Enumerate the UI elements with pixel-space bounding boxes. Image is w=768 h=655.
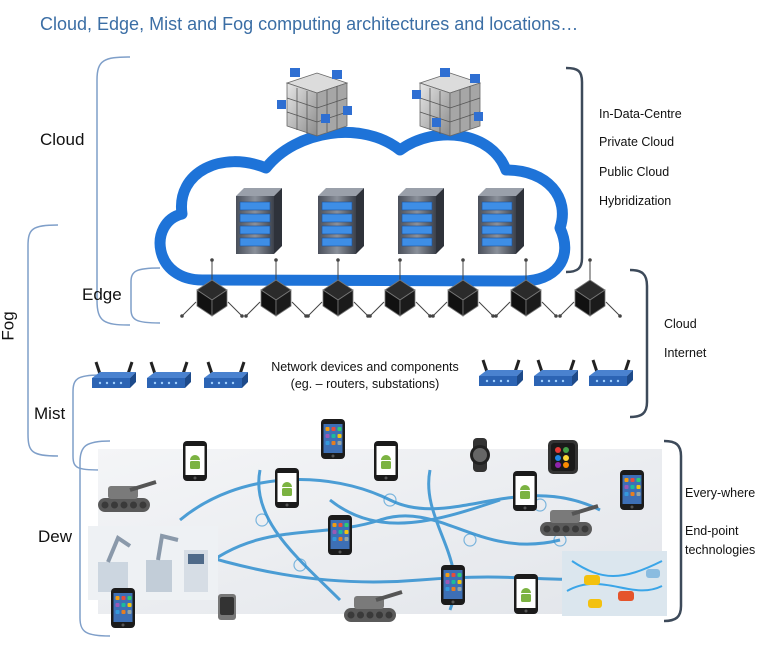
edge-node-icon — [558, 258, 622, 318]
server-icon — [236, 188, 282, 254]
edge-node-icon — [306, 258, 370, 318]
dew-right-bracket — [663, 439, 683, 623]
smartphone-icon — [111, 588, 135, 628]
edge-bracket — [130, 267, 161, 324]
router-icon — [92, 361, 136, 388]
tank-robot-icon — [540, 504, 599, 536]
tank-robot-icon — [344, 590, 403, 622]
medical-robot-icon — [88, 526, 218, 600]
android-phone-icon — [374, 441, 398, 481]
dew-label-endpoint: End-point — [685, 524, 739, 538]
router-icon — [204, 361, 248, 388]
edge-label-cloud: Cloud — [664, 317, 697, 331]
android-phone-icon — [275, 468, 299, 508]
smartphone-icon — [620, 470, 644, 510]
android-icon — [282, 482, 292, 496]
server-icon — [398, 188, 444, 254]
dew-bracket — [79, 440, 111, 637]
smartphone-icon — [328, 515, 352, 555]
car-icon — [562, 551, 667, 616]
layer-label-edge: Edge — [82, 285, 122, 304]
cloud-label-private: Private Cloud — [599, 135, 675, 149]
network-caption-line2: (eg. – routers, substations) — [290, 377, 440, 391]
android-icon — [520, 485, 530, 499]
page-title: Cloud, Edge, Mist and Fog computing arch… — [40, 14, 579, 34]
cloud-label-public: Public Cloud — [599, 165, 670, 179]
smartwatch-icon — [218, 594, 236, 620]
android-icon — [521, 588, 531, 602]
layer-label-cloud: Cloud — [40, 130, 85, 149]
mist-bracket — [72, 374, 101, 471]
network-caption-line1: Network devices and components — [271, 360, 459, 374]
smartwatch-icon — [548, 440, 578, 474]
cloud-label-data-centre: In-Data-Centre — [599, 107, 682, 121]
cloud-right-bracket — [565, 66, 584, 274]
cloud-label-hybridization: Hybridization — [599, 194, 672, 208]
smartphone-icon — [441, 565, 465, 605]
data-cube-icon — [412, 68, 483, 137]
edge-node-icon — [494, 258, 558, 318]
android-icon — [381, 455, 391, 469]
edge-node-icon — [368, 258, 432, 318]
router-icon — [589, 359, 633, 386]
edge-node-icon — [180, 258, 244, 318]
internet-right-bracket — [629, 268, 649, 419]
server-icon — [318, 188, 364, 254]
android-phone-icon — [513, 471, 537, 511]
edge-label-internet: Internet — [664, 346, 707, 360]
network-devices-caption: Network devices and components (eg. – ro… — [255, 359, 475, 393]
router-icon — [479, 359, 523, 386]
tank-robot-icon — [98, 480, 157, 512]
smartwatch-icon — [470, 438, 490, 472]
router-icon — [147, 361, 191, 388]
edge-node-icon — [431, 258, 495, 318]
layer-label-fog: Fog — [0, 311, 18, 341]
fog-bracket — [27, 224, 59, 457]
server-icon — [478, 188, 524, 254]
smartphone-icon — [321, 419, 345, 459]
layer-label-mist: Mist — [34, 404, 66, 423]
android-phone-icon — [183, 441, 207, 481]
layer-label-dew: Dew — [38, 527, 73, 546]
edge-node-icon — [244, 258, 308, 318]
android-phone-icon — [514, 574, 538, 614]
dew-label-technologies: technologies — [685, 543, 756, 557]
data-cube-icon — [277, 68, 352, 137]
android-icon — [190, 455, 200, 469]
cloud-bracket — [96, 56, 131, 326]
dew-label-everywhere: Every-where — [685, 486, 756, 500]
router-icon — [534, 359, 578, 386]
